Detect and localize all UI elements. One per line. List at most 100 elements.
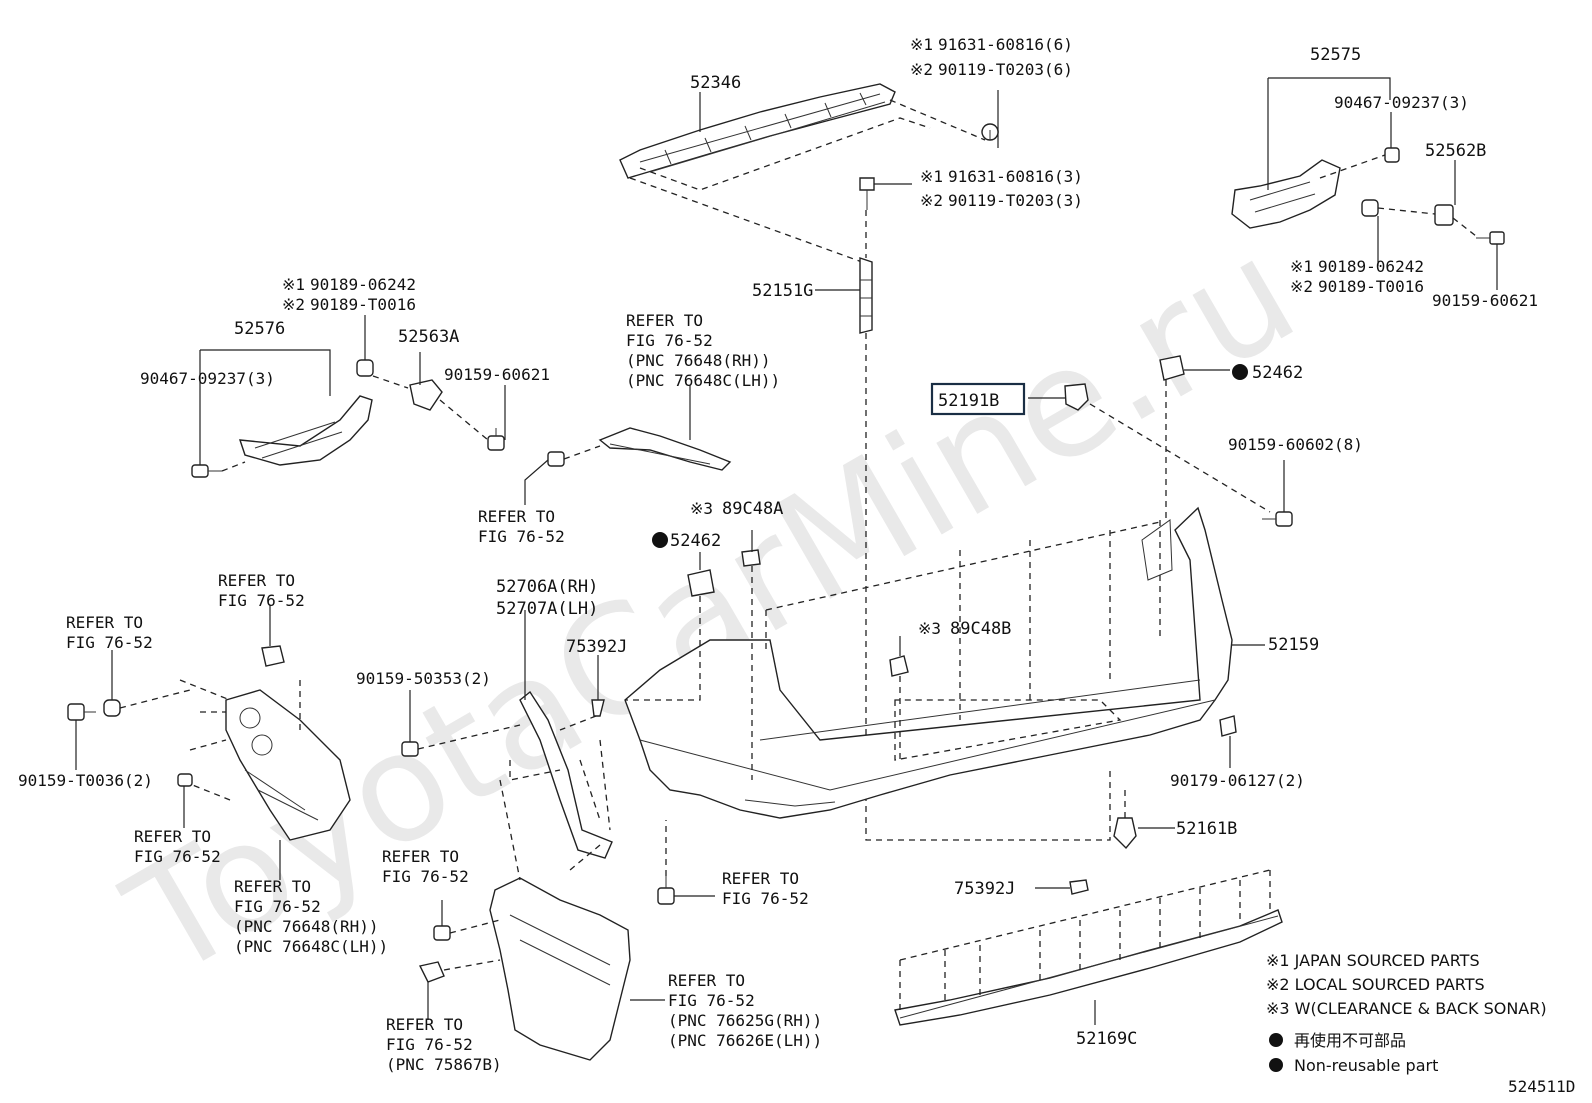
bumper-support-52346: [619, 83, 896, 179]
part-52707A-label: 52707A(LH): [496, 599, 598, 619]
pnc-label: (PNC 76626E(LH)): [668, 1031, 822, 1050]
fig-ref-label: FIG 76-52: [218, 591, 305, 610]
refer-to-label: REFER TO: [66, 613, 143, 632]
refer-to-label: REFER TO: [722, 869, 799, 888]
part-52563A-label: 52563A: [398, 327, 459, 347]
clip-icon: [1384, 147, 1400, 163]
legend: ※1 JAPAN SOURCED PARTS ※2 LOCAL SOURCED …: [1266, 951, 1547, 1075]
fig-ref-label: FIG 76-52: [66, 633, 153, 652]
marker-3: ※3: [690, 499, 713, 518]
part-52346-label: 52346: [690, 73, 741, 93]
clip-icon: [1361, 199, 1379, 217]
marker-1: ※1: [910, 35, 933, 54]
legend-en: Non-reusable part: [1294, 1056, 1438, 1075]
clip-icon: [409, 379, 443, 411]
screw-icon: [981, 123, 999, 141]
part-number: 90179-06127(2): [1170, 771, 1305, 790]
refer-to-label: REFER TO: [668, 971, 745, 990]
marker-3: ※3: [918, 619, 941, 638]
pnc-label: (PNC 76648(RH)): [626, 351, 771, 370]
pad-52462: [687, 569, 715, 597]
part-number: 90119-T0203(3): [948, 191, 1083, 210]
part-number: 90159-50353(2): [356, 669, 491, 688]
nut-icon: [1434, 204, 1454, 226]
marker-2: ※2: [920, 191, 943, 210]
sensor-89C48B: [889, 655, 909, 677]
bolt-icon: [191, 464, 222, 478]
part-52575-label: 52575: [1310, 45, 1361, 65]
part-number: 90189-T0016: [310, 295, 416, 314]
bolt-icon: [401, 741, 419, 757]
part-52161B-label: 52161B: [1176, 819, 1237, 839]
non-reusable-marker: [1269, 1033, 1283, 1047]
pnc-label: (PNC 76648C(LH)): [234, 937, 388, 956]
part-number: 90189-06242: [310, 275, 416, 294]
part-number: 90467-09237(3): [140, 369, 275, 388]
non-reusable-marker: [1269, 1058, 1283, 1072]
clip-icon: [103, 699, 121, 717]
fig-ref-label: FIG 76-52: [134, 847, 221, 866]
marker-2: ※2: [910, 60, 933, 79]
bolt-icon: [487, 428, 505, 451]
clip-52191B: [1064, 383, 1089, 411]
refer-to-label: REFER TO: [218, 571, 295, 590]
part-52191B-label: 52191B: [938, 391, 999, 411]
bumper-cover-52159: [624, 506, 1233, 819]
clip-icon: [177, 773, 193, 787]
legend-jp: 再使用不可部品: [1294, 1031, 1406, 1050]
part-52706A-label: 52706A(RH): [496, 577, 598, 597]
refer-to-label: REFER TO: [134, 827, 211, 846]
clip-icon: [547, 451, 565, 467]
side-piece-76648: [225, 689, 351, 841]
bracket-52576: [238, 395, 373, 466]
part-75392J-label: 75392J: [954, 879, 1015, 899]
side-retainer-76648: [598, 427, 732, 471]
part-89C48A-label: 89C48A: [722, 499, 783, 519]
marker-1: ※1: [920, 167, 943, 186]
part-52151G-label: 52151G: [752, 281, 813, 301]
part-number: 91631-60816(3): [948, 167, 1083, 186]
highlighted-part-box: [930, 382, 1026, 416]
pnc-label: (PNC 76625G(RH)): [668, 1011, 822, 1030]
legend-note-1: ※1 JAPAN SOURCED PARTS: [1266, 951, 1480, 970]
marker-1: ※1: [282, 275, 305, 294]
bracket-52575: [1231, 159, 1341, 229]
lower-moulding-52169C: [894, 909, 1283, 1026]
pnc-label: (PNC 76648C(LH)): [626, 371, 780, 390]
part-number: 90159-60621: [444, 365, 550, 384]
refer-to-label: REFER TO: [234, 877, 311, 896]
pnc-label: (PNC 76648(RH)): [234, 917, 379, 936]
part-number: 90189-06242: [1318, 257, 1424, 276]
part-number: 90189-T0016: [1318, 277, 1424, 296]
part-number: 90159-T0036(2): [18, 771, 153, 790]
fig-ref-label: FIG 76-52: [386, 1035, 473, 1054]
pad-52462: [1159, 355, 1185, 381]
part-number: 91631-60816(6): [938, 35, 1073, 54]
bolt-icon: [67, 703, 96, 721]
part-52159-label: 52159: [1268, 635, 1319, 655]
refer-to-label: REFER TO: [382, 847, 459, 866]
clip-icon: [1219, 715, 1237, 737]
marker-1: ※1: [1290, 257, 1313, 276]
part-number: 90119-T0203(6): [938, 60, 1073, 79]
clip-75392J: [1069, 879, 1089, 895]
bolt-icon: [433, 925, 451, 941]
refer-to-label: REFER TO: [386, 1015, 463, 1034]
marker-2: ※2: [1290, 277, 1313, 296]
non-reusable-marker: [1232, 364, 1248, 380]
part-52169C-label: 52169C: [1076, 1029, 1137, 1049]
clip-75392J: [591, 699, 605, 717]
part-52562B-label: 52562B: [1425, 141, 1486, 161]
part-52576-label: 52576: [234, 319, 285, 339]
part-89C48B-label: 89C48B: [950, 619, 1011, 639]
clip-52161B: [1113, 817, 1137, 850]
bolt-icon: [1476, 231, 1505, 245]
fig-ref-label: FIG 76-52: [626, 331, 713, 350]
screw-icon: [859, 177, 875, 210]
fig-ref-label: FIG 76-52: [382, 867, 469, 886]
part-number: 90159-60621: [1432, 291, 1538, 310]
clip-icon: [261, 645, 285, 667]
marker-2: ※2: [282, 295, 305, 314]
sensor-89C48A: [741, 549, 761, 567]
